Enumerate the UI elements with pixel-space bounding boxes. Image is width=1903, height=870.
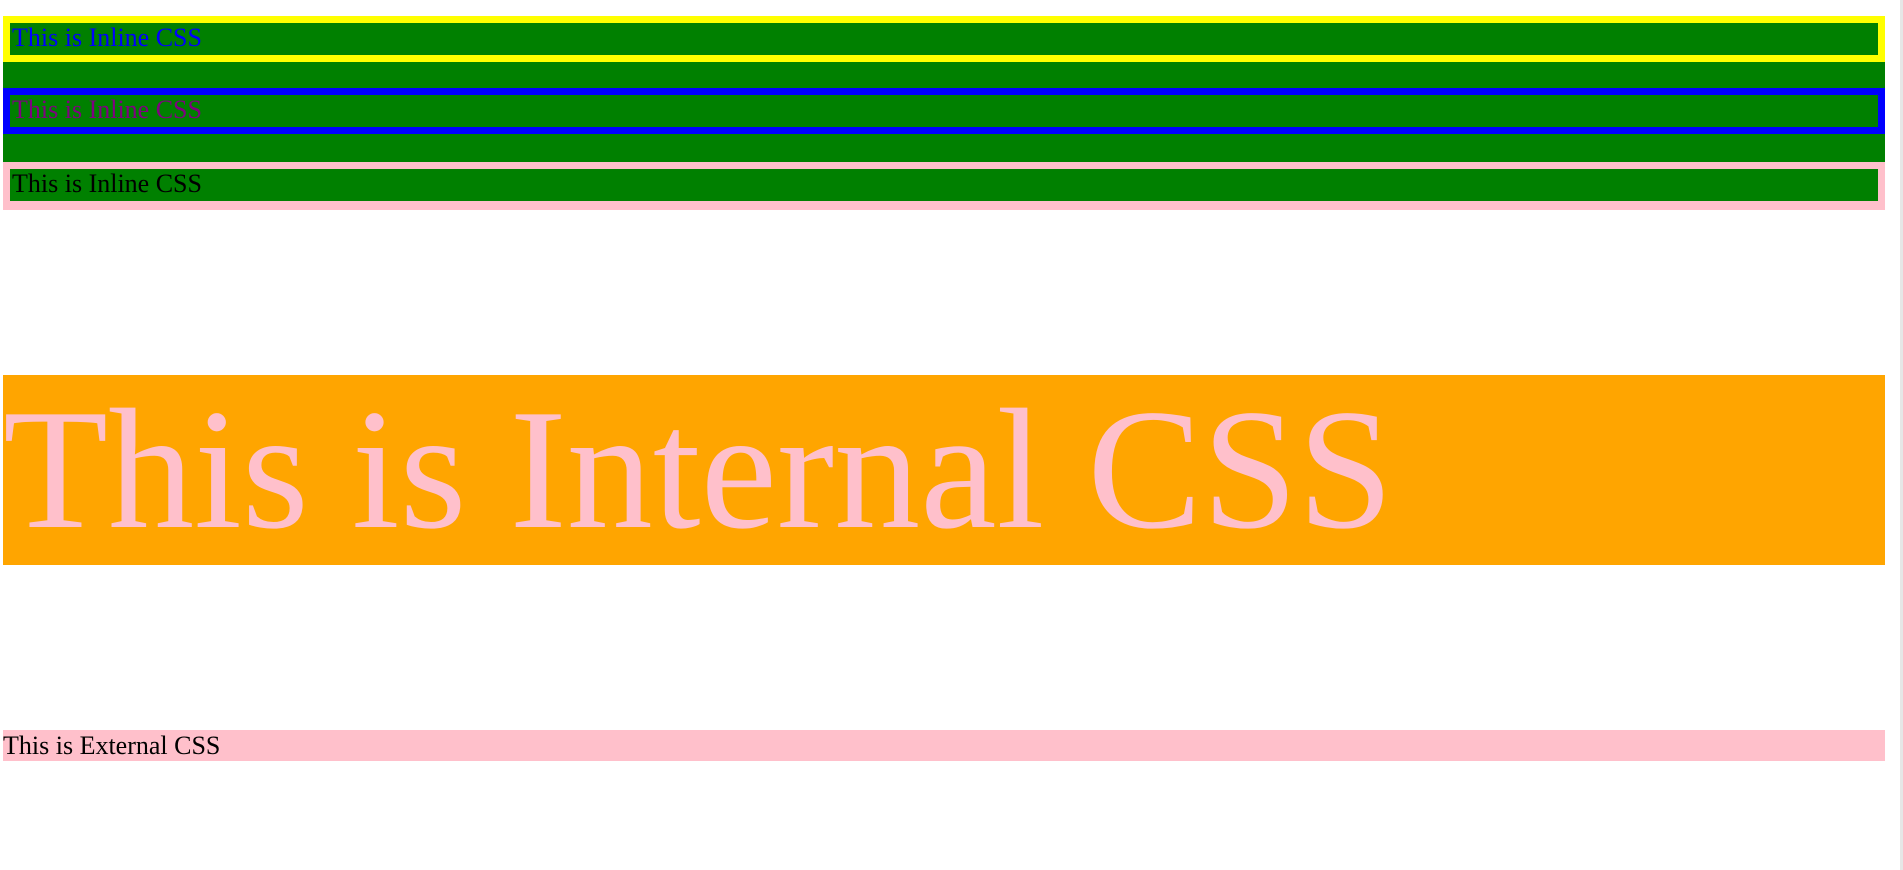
inline-css-text-black: This is Inline CSS xyxy=(10,169,1878,201)
inline-css-box-pink-border: This is Inline CSS xyxy=(3,162,1885,210)
green-spacer xyxy=(3,62,1885,88)
scrollbar[interactable] xyxy=(1900,0,1903,870)
inline-css-text-blue: This is Inline CSS xyxy=(10,23,1878,55)
internal-css-heading: This is Internal CSS xyxy=(3,375,1885,565)
external-css-text: This is External CSS xyxy=(3,730,1885,761)
inline-css-text-purple: This is Inline CSS xyxy=(10,95,1878,127)
green-spacer xyxy=(3,134,1885,162)
inline-css-box-yellow-border: This is Inline CSS xyxy=(3,16,1885,62)
inline-css-box-blue-border: This is Inline CSS xyxy=(3,88,1885,134)
